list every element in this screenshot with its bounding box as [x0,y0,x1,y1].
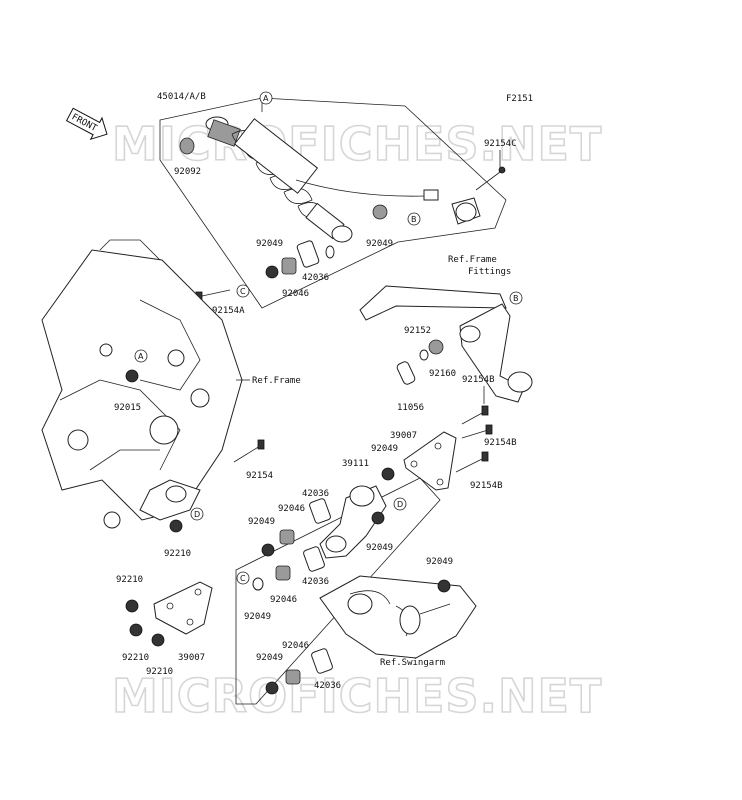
collar-92049-left-icon [265,265,279,279]
collar-92049-bottom-icon [265,681,279,695]
plate-11056-icon [396,361,416,385]
svg-text:D: D [397,500,403,509]
label-92152: 92152 [404,326,431,336]
callout-c-top: C [236,284,250,298]
bolt-92154b-low-icon [455,451,489,473]
front-arrow-icon: FRONT [65,107,108,140]
svg-text:A: A [138,352,144,361]
collar-92049-mid-icon [381,467,395,481]
label-92154: 92154 [246,471,273,481]
label-92049-mid: 92049 [371,444,398,454]
label-42036-bottom: 42036 [314,681,341,691]
label-42036-low: 42036 [302,577,329,587]
svg-text:D: D [194,510,200,519]
swingarm-section [319,575,477,659]
collar-92049-far-right-icon [437,579,451,593]
label-92154b-mid: 92154B [484,438,517,448]
collar-92049-low-icon [252,577,264,591]
callout-c-low: C [236,571,250,585]
label-92049-bottom: 92049 [256,653,283,663]
bearing-92046-mid-icon [279,529,295,545]
nut-92210-b-icon [125,599,139,613]
shock-group-outline [159,97,507,309]
label-92049-left: 92049 [256,239,283,249]
ref-swingarm-label: Ref.Swingarm [380,658,445,668]
nut-92210-c-icon [129,623,143,637]
rocker-arm-39111 [319,485,387,559]
collar-92049-right-icon [372,204,388,220]
label-92210-c: 92210 [122,653,149,663]
label-92092: 92092 [174,167,201,177]
bolt-92154b-top-icon [461,405,489,425]
sleeve-42036-top-icon [296,240,320,268]
ref-frame-fittings-line2: Fittings [468,267,511,277]
svg-text:B: B [513,294,519,303]
label-92210-b: 92210 [116,575,143,585]
collar-92049-mid-right-icon [371,511,385,525]
label-39007-upper: 39007 [390,431,417,441]
sleeve-42036-mid-icon [309,498,331,524]
label-92210-a: 92210 [164,549,191,559]
callout-b-frame: B [509,291,523,305]
svg-text:C: C [240,287,246,296]
sleeve-42036-low-icon [303,546,325,572]
figure-code: F2151 [506,94,533,104]
label-92160: 92160 [429,369,456,379]
collar-92152-icon [419,349,429,361]
bearing-92046-low-icon [275,565,291,581]
svg-text:B: B [411,215,417,224]
label-92154b-low: 92154B [470,481,503,491]
label-42036-top: 42036 [302,273,329,283]
ref-frame-fittings-line1: Ref.Frame [448,255,497,265]
bolt-92154b-mid-icon [461,424,493,439]
label-92015: 92015 [114,403,141,413]
label-92049-low: 92049 [244,612,271,622]
label-92049-mid-left: 92049 [248,517,275,527]
callout-a-frame: A [134,349,148,363]
frame-fitting-bracket [359,285,533,403]
bearing-92046-bottom-icon [285,669,301,685]
label-39111: 39111 [342,459,369,469]
callout-d-right: D [393,497,407,511]
ref-frame-label: Ref.Frame [252,376,301,386]
svg-text:A: A [263,94,269,103]
tie-rod-39007-upper [403,431,457,491]
bushing-92092-icon [179,137,195,155]
nut-92015-icon [125,369,139,383]
label-92046-mid: 92046 [278,504,305,514]
label-92046-low: 92046 [270,595,297,605]
collar-92049-mid-left-icon [261,543,275,557]
label-92046-bottom: 92046 [282,641,309,651]
label-92049-mid-right: 92049 [366,543,393,553]
label-92049-far-right: 92049 [426,557,453,567]
label-45014: 45014/A/B [157,92,206,102]
label-11056: 11056 [397,403,424,413]
tie-rod-39007-lower [153,581,213,635]
bolt-92154-icon [233,439,265,463]
main-frame-section [41,239,243,529]
label-92210-d: 92210 [146,667,173,677]
nut-92210-a-icon [169,519,183,533]
callout-b-shock: B [407,212,421,226]
label-92154c: 92154C [484,139,517,149]
rear-shock-absorber [205,116,481,243]
label-92049-right: 92049 [366,239,393,249]
nut-92160-icon [428,339,444,355]
label-92154b-top: 92154B [462,375,495,385]
label-92154a: 92154A [212,306,245,316]
nut-92210-d-icon [151,633,165,647]
callout-a-top: A [259,91,273,105]
label-42036-mid: 42036 [302,489,329,499]
watermark-bottom: MICROFICHES.NET [112,669,602,723]
callout-d-left: D [190,507,204,521]
label-39007-lower: 39007 [178,653,205,663]
bearing-92046-top-icon [281,257,297,275]
bolt-92154c-icon [475,166,506,191]
label-92046-top: 92046 [282,289,309,299]
sleeve-42036-bottom-icon [311,648,333,674]
svg-text:C: C [240,574,246,583]
